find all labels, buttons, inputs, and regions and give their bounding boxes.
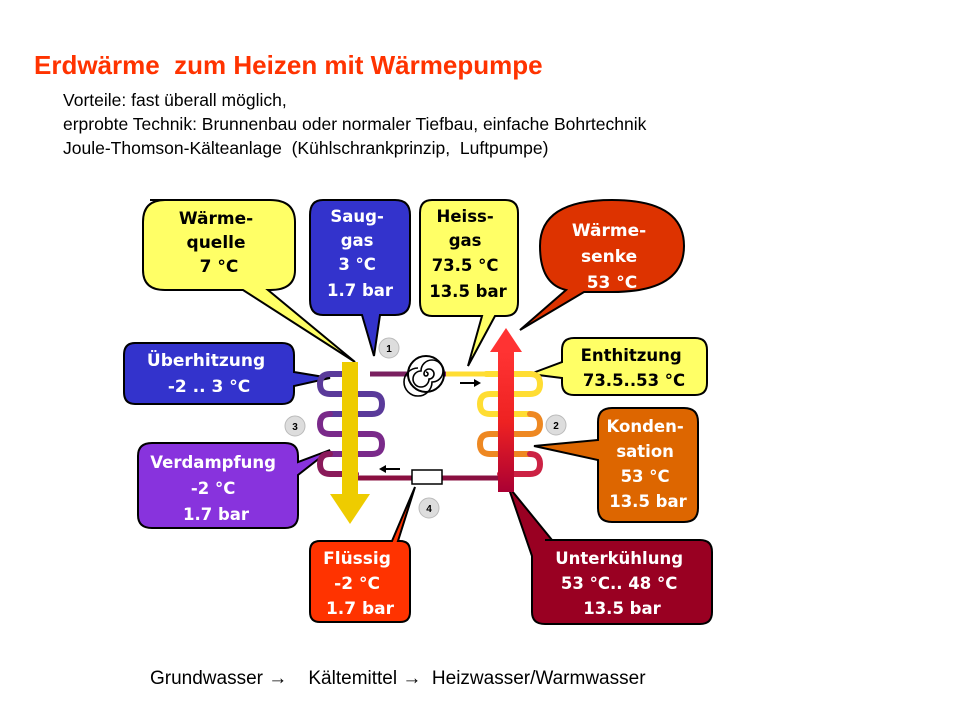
marker-4: 4 [418, 497, 440, 519]
bubble-waermesenke: Wärme- senke 53 °C [519, 198, 686, 331]
bubble-verdampfung: Verdampfung -2 °C 1.7 bar [137, 442, 331, 529]
bubble-waermequelle-line1: Wärme- [179, 209, 253, 229]
bubble-unterkuehlung-line2: 53 °C.. 48 °C [561, 574, 677, 593]
svg-text:Enthitzung 73.5..53 °C: Enthitzung 73.5..53 °C [581, 346, 688, 390]
bubble-heissgas: Heiss- gas 73.5 °C 13.5 bar [419, 199, 519, 367]
marker-1-label: 1 [386, 344, 392, 355]
flow-arrow-right [460, 379, 481, 387]
expansion-valve-icon [411, 469, 443, 485]
bubble-ueberhitzung-line2: -2 .. 3 °C [168, 377, 250, 397]
bubble-kondensation-line1: Konden- [607, 417, 684, 436]
marker-4-label: 4 [426, 504, 432, 515]
bubble-sauggas-line1: Saug- [330, 207, 383, 226]
bubble-kondensation: Konden- sation 53 °C 13.5 bar [533, 407, 699, 523]
bubble-verdampfung-line2: -2 °C [191, 479, 235, 498]
bubble-unterkuehlung-line3: 13.5 bar [583, 599, 661, 618]
bubble-waermesenke-line3: 53 °C [587, 273, 638, 293]
intro-line-principle: Joule-Thomson-Kälteanlage (Kühlschrankpr… [63, 138, 549, 158]
marker-1: 1 [378, 337, 400, 359]
svg-text:Heiss- gas 73.5 °C: Heiss- gas 73.5 °C 13.5 bar [429, 207, 507, 301]
compressor-icon [403, 355, 445, 397]
page-title: Erdwärme zum Heizen mit Wärmepumpe [34, 50, 543, 80]
flow-arrow-left [379, 465, 400, 473]
bubble-heissgas-line3: 73.5 °C [432, 256, 499, 275]
bubble-kondensation-line4: 13.5 bar [609, 492, 687, 511]
bubble-kondensation-line3: 53 °C [621, 467, 670, 486]
bubble-enthitzung-line1: Enthitzung [581, 346, 682, 365]
svg-text:Konden- sation 53: Konden- sation 53 °C 13.5 bar [607, 417, 690, 511]
bubble-enthitzung: Enthitzung 73.5..53 °C [529, 337, 708, 396]
bubble-sauggas-line3: 3 °C [338, 255, 376, 274]
bubble-heissgas-line2: gas [449, 231, 482, 250]
heating-water-arrow [490, 328, 522, 492]
svg-text:Wärme- quelle 7 °C: Wärme- quelle 7 °C [179, 209, 259, 277]
svg-text:Unterkühlung 53 °C.. 48: Unterkühlung 53 °C.. 48 °C 13.5 bar [555, 549, 689, 618]
intro-line-advantages: Vorteile: fast überall möglich, [63, 90, 287, 110]
bubble-sauggas-line4: 1.7 bar [327, 281, 394, 300]
bubble-heissgas-line1: Heiss- [437, 207, 494, 226]
bubble-unterkuehlung-line1: Unterkühlung [555, 549, 683, 568]
flow-caption: Grundwasser → Kältemittel → Heizwasser/W… [150, 668, 646, 689]
bubble-ueberhitzung-line1: Überhitzung [147, 349, 265, 371]
bubble-verdampfung-line1: Verdampfung [150, 453, 276, 472]
bubble-fluessig: Flüssig -2 °C 1.7 bar [309, 486, 416, 623]
bubble-waermequelle: Wärme- quelle 7 °C [142, 199, 356, 363]
svg-text:Überhitzung -2 .. 3 °C: Überhitzung -2 .. 3 °C [147, 349, 271, 397]
bubble-waermequelle-line2: quelle [187, 233, 246, 253]
bubble-enthitzung-line2: 73.5..53 °C [583, 371, 685, 390]
bubble-fluessig-line2: -2 °C [334, 574, 380, 594]
bubble-kondensation-line2: sation [616, 442, 674, 461]
bubble-unterkuehlung: Unterkühlung 53 °C.. 48 °C 13.5 bar [507, 485, 713, 625]
bubble-sauggas-line2: gas [341, 231, 374, 250]
bubble-fluessig-line3: 1.7 bar [326, 599, 395, 619]
svg-text:Verdampfung -2 °C: Verdampfung -2 °C 1.7 bar [150, 453, 281, 524]
bubble-ueberhitzung: Überhitzung -2 .. 3 °C [123, 342, 331, 405]
marker-3: 3 [284, 415, 306, 437]
svg-text:Wärme- senke 53 °C: Wärme- senke 53 °C [572, 221, 652, 293]
bubble-waermesenke-line2: senke [581, 247, 637, 267]
bubble-fluessig-line1: Flüssig [323, 549, 391, 569]
svg-text:Flüssig -2 °C 1.7: Flüssig -2 °C 1.7 bar [323, 549, 397, 619]
svg-text:Saug- gas 3 °C: Saug- gas 3 °C 1.7 bar [327, 207, 394, 300]
bubble-verdampfung-line3: 1.7 bar [183, 505, 250, 524]
bubble-waermesenke-line1: Wärme- [572, 221, 646, 241]
groundwater-arrow [330, 362, 370, 524]
bubble-waermequelle-line3: 7 °C [200, 257, 239, 277]
intro-line-technique: erprobte Technik: Brunnenbau oder normal… [63, 114, 647, 134]
marker-2-label: 2 [553, 421, 559, 432]
bubble-heissgas-line4: 13.5 bar [429, 282, 507, 301]
marker-3-label: 3 [292, 422, 298, 433]
bubble-sauggas: Saug- gas 3 °C 1.7 bar [309, 199, 411, 357]
marker-2: 2 [545, 414, 567, 436]
